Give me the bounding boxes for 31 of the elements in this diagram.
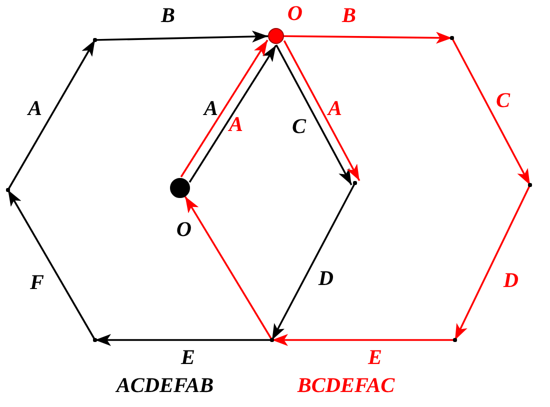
edge-label: C [292, 115, 306, 137]
edge-label: A [229, 113, 243, 135]
edge-label: B [342, 4, 356, 26]
edge-label: F [30, 271, 44, 293]
sequence-label: BCDEFAC [297, 374, 395, 396]
vector-arrow [271, 182, 356, 340]
edge-label: B [161, 4, 175, 26]
edge-label: C [496, 89, 510, 111]
vector-arrow [184, 196, 273, 340]
vector-arrow [272, 334, 455, 346]
vector-arrow [454, 184, 531, 340]
edge-label: E [368, 346, 382, 368]
point-label: O [287, 2, 303, 24]
vector-arrow [275, 44, 352, 186]
sequence-label: ACDEFAB [116, 374, 214, 396]
point-label: O [176, 218, 192, 240]
edge-label: D [318, 267, 334, 289]
vector-arrow [7, 190, 96, 340]
edge-label: A [28, 97, 42, 119]
vector-arrow [451, 38, 531, 186]
edge-label: A [328, 97, 342, 119]
vector-arrow [7, 40, 96, 190]
edge-label: A [204, 97, 218, 119]
vector-arrow [180, 40, 268, 178]
edge-label: E [181, 346, 195, 368]
vector-arrow [188, 44, 277, 183]
vector-arrow [94, 30, 268, 43]
vector-arrow [283, 40, 360, 182]
vector-arrow [284, 32, 452, 44]
vector-arrow [95, 334, 272, 346]
edge-label: D [503, 269, 519, 291]
